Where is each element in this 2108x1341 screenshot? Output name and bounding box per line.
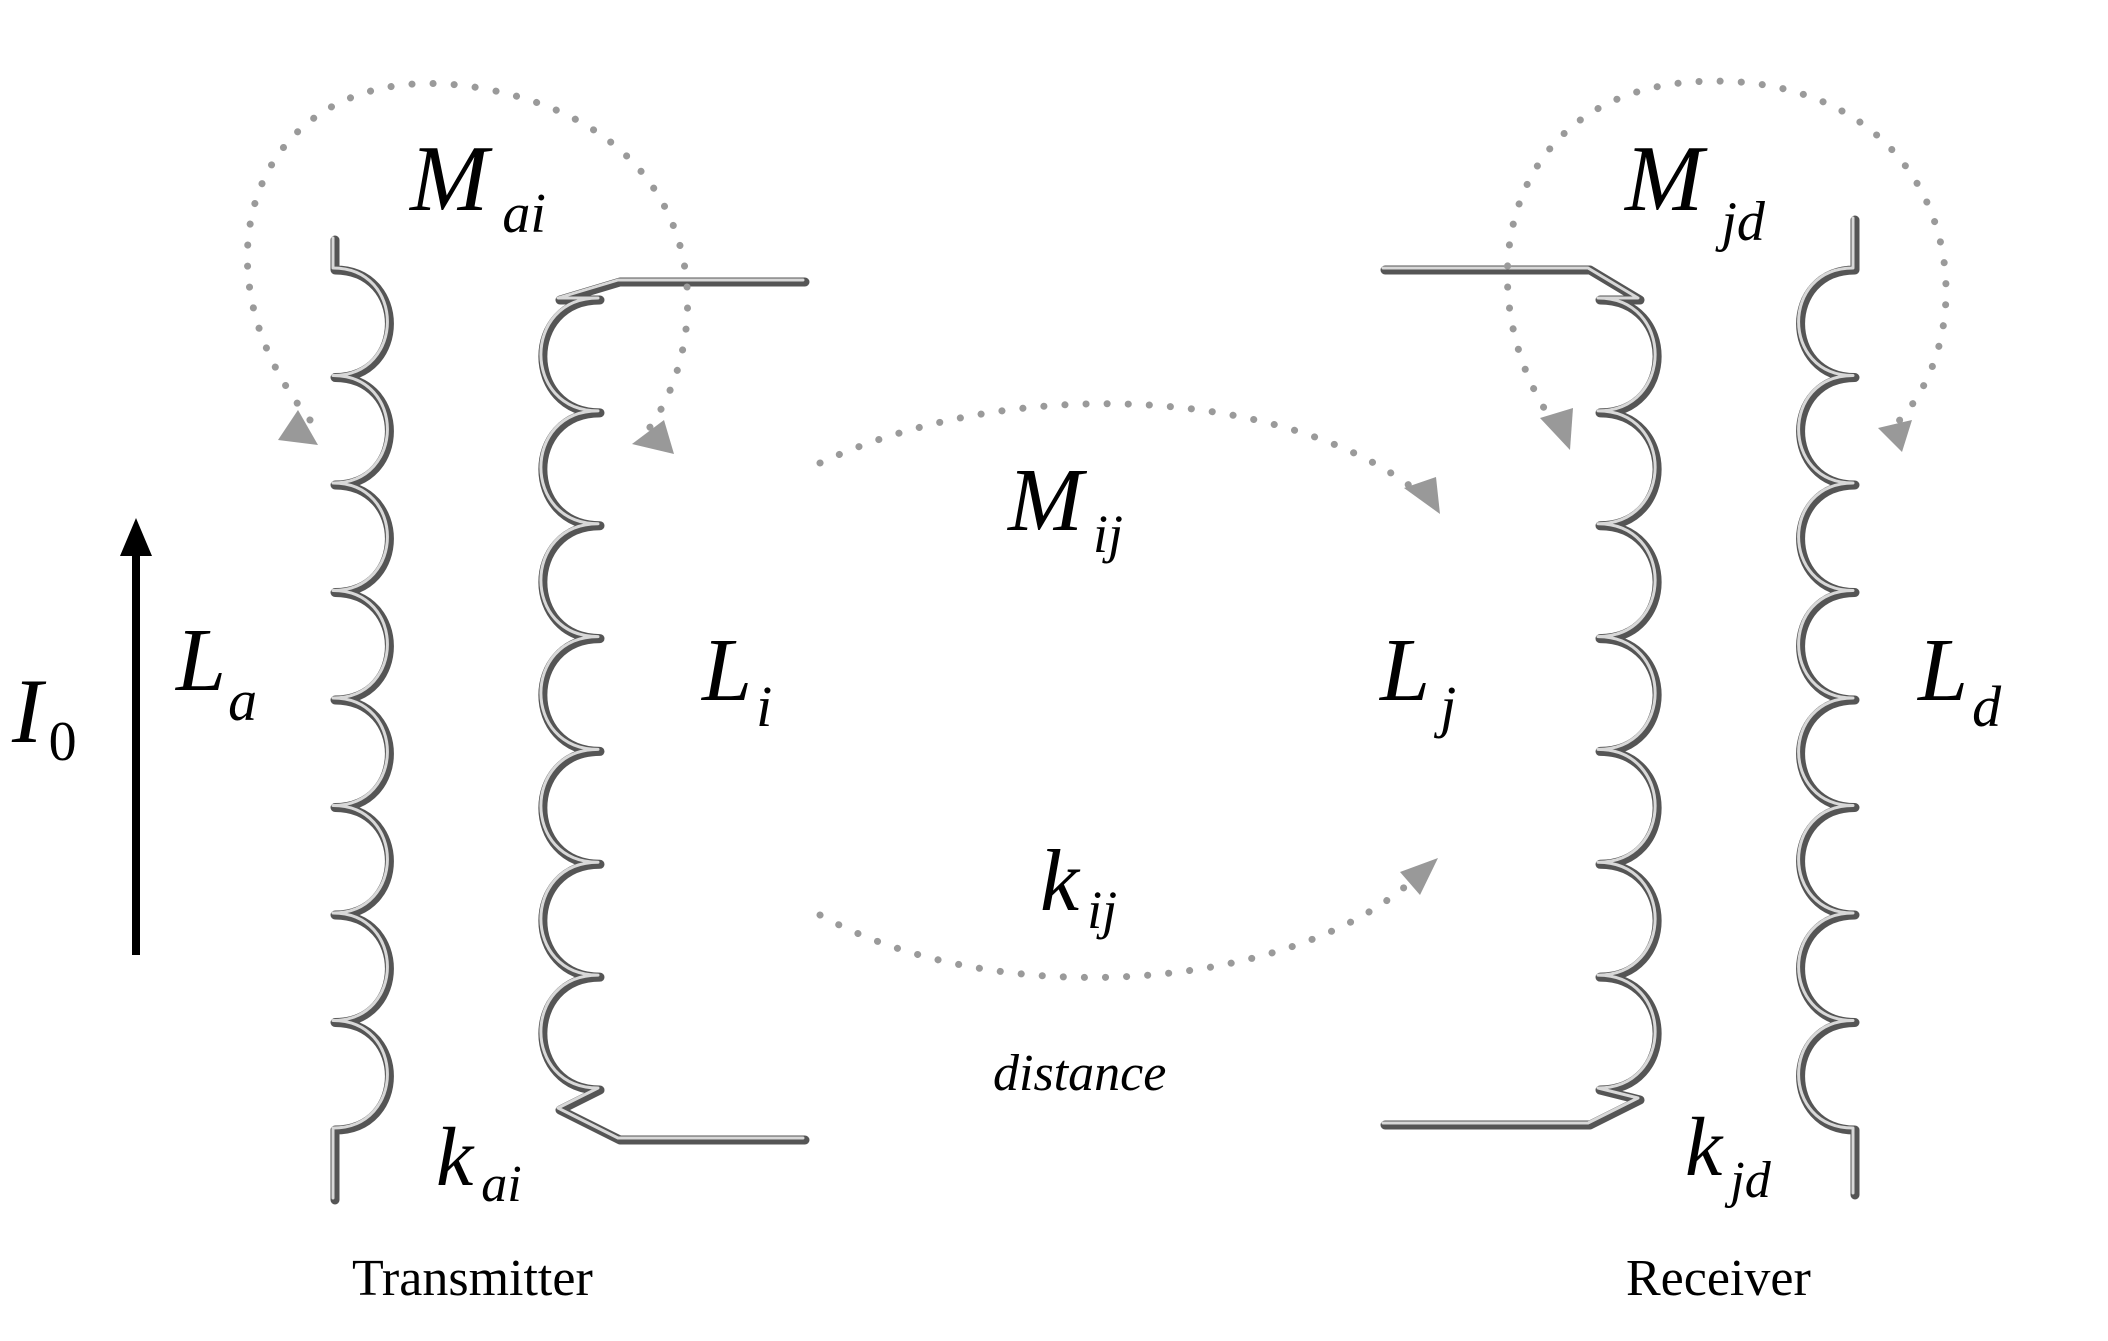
label-receiver: Receiver (1626, 1250, 1811, 1307)
coil-Li-highlight (539, 278, 805, 1140)
coupling-arrow-Mai (244, 79, 692, 454)
coupling-arrow-Mij (816, 400, 1440, 514)
coupling-arrow-kij (816, 858, 1438, 981)
coupling-arrow-Mjd (1504, 77, 1950, 452)
coil-Ld-highlight (1797, 216, 1855, 1195)
current-arrow (120, 518, 152, 955)
coil-Li (538, 277, 810, 1145)
coil-Ld (1796, 215, 1860, 1200)
label-La: La (174, 611, 257, 733)
coil-Lj (1380, 265, 1662, 1130)
label-Li: Li (700, 621, 772, 739)
label-Ld: Ld (1916, 621, 2002, 739)
coil-Lj-wire (1380, 265, 1662, 1130)
label-distance: distance (993, 1045, 1166, 1102)
coil-La (330, 235, 394, 1205)
coil-Lj-highlight (1381, 266, 1657, 1125)
coil-Li-wire (538, 277, 810, 1145)
label-transmitter: Transmitter (352, 1250, 593, 1307)
coil-La-highlight (331, 236, 389, 1200)
coil-Ld-wire (1796, 215, 1860, 1200)
